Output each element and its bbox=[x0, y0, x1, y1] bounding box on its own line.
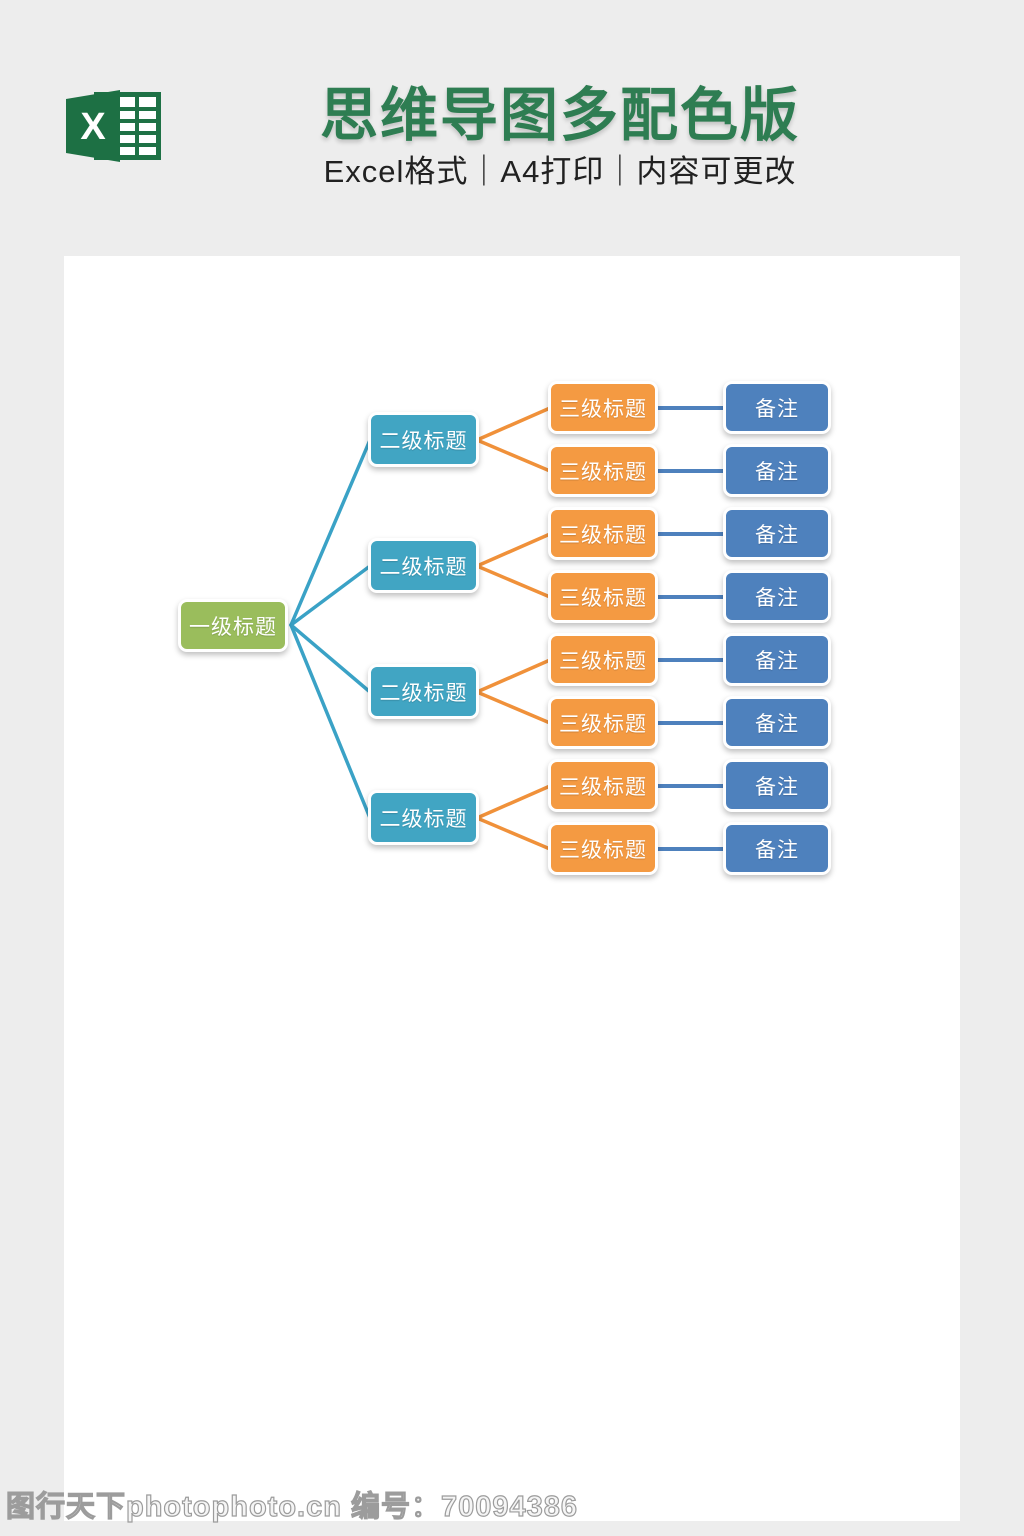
excel-letter: X bbox=[80, 106, 106, 148]
node-level3-8: 三级标题 bbox=[548, 822, 658, 875]
connector-l2-l3 bbox=[475, 690, 552, 725]
node-level2-3: 二级标题 bbox=[368, 664, 479, 719]
node-level2-4: 二级标题 bbox=[368, 790, 479, 845]
node-level3-5: 三级标题 bbox=[548, 633, 658, 686]
connector-l1-l2 bbox=[289, 438, 372, 627]
connector-lines bbox=[289, 406, 727, 851]
node-note-2: 备注 bbox=[723, 444, 831, 497]
watermark-text: 图行天下photophoto.cn 编号：70094386 bbox=[5, 1490, 579, 1523]
connector-l2-l3 bbox=[475, 658, 552, 694]
connector-l2-l3 bbox=[475, 564, 552, 599]
connector-l1-l2 bbox=[289, 564, 372, 627]
node-level2-2: 二级标题 bbox=[368, 538, 479, 593]
node-note-6: 备注 bbox=[723, 696, 831, 749]
connector-l2-l3 bbox=[475, 406, 552, 442]
node-note-7: 备注 bbox=[723, 759, 831, 812]
node-level3-4: 三级标题 bbox=[548, 570, 658, 623]
mindmap-canvas: 一级标题 二级标题 二级标题 二级标题 二级标题 三级标题 三级标题 三级标题 … bbox=[64, 256, 960, 1521]
node-note-3: 备注 bbox=[723, 507, 831, 560]
page-title: 思维导图多配色版 bbox=[319, 83, 800, 148]
node-level1: 一级标题 bbox=[178, 599, 288, 652]
excel-icon: X bbox=[66, 90, 163, 162]
node-level3-3: 三级标题 bbox=[548, 507, 658, 560]
connector-l2-l3 bbox=[475, 532, 552, 568]
node-note-5: 备注 bbox=[723, 633, 831, 686]
excel-fold-shape bbox=[66, 90, 120, 162]
node-note-8: 备注 bbox=[723, 822, 831, 875]
node-level3-7: 三级标题 bbox=[548, 759, 658, 812]
connector-l2-l3 bbox=[475, 816, 552, 851]
connector-l2-l3 bbox=[475, 784, 552, 820]
connector-l1-l2 bbox=[289, 623, 372, 820]
node-level3-2: 三级标题 bbox=[548, 444, 658, 497]
page-subtitle: Excel格式｜A4打印｜内容可更改 bbox=[323, 154, 797, 189]
connector-l1-l2 bbox=[289, 623, 372, 694]
node-level2-1: 二级标题 bbox=[368, 412, 479, 467]
node-note-1: 备注 bbox=[723, 381, 831, 434]
connector-l2-l3 bbox=[475, 438, 552, 473]
node-level3-1: 三级标题 bbox=[548, 381, 658, 434]
node-level3-6: 三级标题 bbox=[548, 696, 658, 749]
node-note-4: 备注 bbox=[723, 570, 831, 623]
